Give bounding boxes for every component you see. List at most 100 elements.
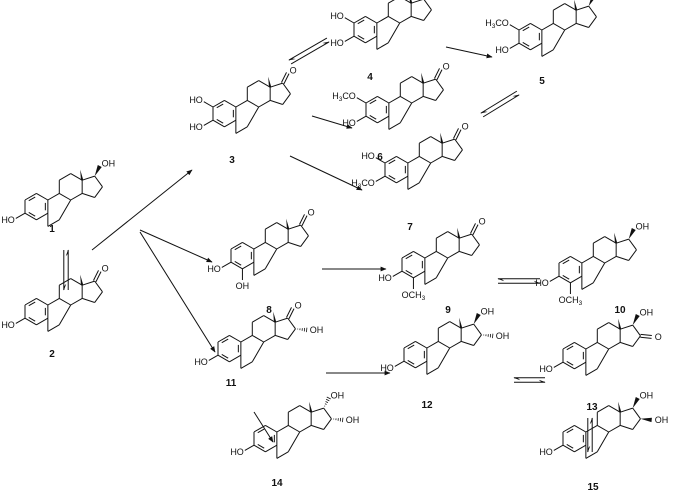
c16-keto-label: O <box>655 332 662 342</box>
bond <box>407 182 420 190</box>
bond <box>616 238 629 244</box>
c17-keto-label: O <box>308 207 315 217</box>
bond <box>454 138 463 151</box>
bond <box>24 212 37 221</box>
aromatic-bond <box>388 175 396 180</box>
bond <box>275 317 288 323</box>
bond <box>426 340 439 349</box>
methyl-wedge <box>618 401 622 413</box>
bond <box>94 280 103 293</box>
c3-substituent-label: HO <box>1 215 15 225</box>
carbonyl-bond <box>95 271 102 282</box>
bond <box>424 277 437 285</box>
carbonyl-bond <box>288 308 295 319</box>
bond <box>574 444 587 453</box>
aromatic-bond <box>407 360 415 365</box>
bond <box>300 224 309 237</box>
reverse-half-arrow <box>288 37 328 61</box>
bond <box>229 354 242 363</box>
bond <box>553 22 565 31</box>
c2-substituent-label: HO <box>189 95 203 105</box>
bond <box>628 238 637 251</box>
bond <box>224 119 237 128</box>
bond <box>620 407 633 413</box>
bond <box>376 15 389 24</box>
bond <box>253 444 266 453</box>
bond <box>82 297 95 303</box>
bond <box>58 199 72 221</box>
bond <box>585 368 598 376</box>
c3-substituent-label: HO <box>189 122 203 132</box>
aromatic-bond <box>405 254 413 260</box>
bond <box>353 35 366 44</box>
carbonyl-bond <box>640 336 652 339</box>
bond <box>265 241 277 250</box>
bond <box>632 324 641 337</box>
aromatic-bond <box>562 275 570 280</box>
bond <box>203 101 214 108</box>
aromatic-bond <box>28 196 36 202</box>
methyl-wedge <box>421 72 425 84</box>
bond <box>287 328 296 340</box>
bond <box>59 173 71 181</box>
bond <box>411 0 423 4</box>
aromatic-bond <box>234 261 242 266</box>
carbonyl-bond <box>93 270 99 281</box>
bond <box>588 16 597 28</box>
aromatic-bond <box>522 26 530 32</box>
bond <box>377 115 390 124</box>
c3-substituent-label: HO <box>378 273 392 283</box>
bond <box>70 278 83 286</box>
bond <box>252 334 264 343</box>
bond <box>356 97 367 104</box>
c3-substituent-label: HO <box>207 264 221 274</box>
aromatic-bond <box>28 317 36 322</box>
bond <box>375 157 386 164</box>
bond <box>435 257 449 279</box>
bond <box>47 192 60 201</box>
compound-number-11: 11 <box>226 378 237 389</box>
bond <box>401 270 414 279</box>
bond <box>208 354 219 361</box>
bond <box>509 24 520 31</box>
bond <box>287 431 301 453</box>
bond <box>276 451 289 459</box>
compound-number-7: 7 <box>407 222 413 233</box>
bond <box>401 250 414 259</box>
methyl-wedge <box>459 317 463 329</box>
bond <box>263 315 276 323</box>
bond <box>585 341 598 350</box>
bond <box>449 340 462 349</box>
bond <box>449 321 462 329</box>
methyl-wedge <box>286 218 290 230</box>
bond <box>553 361 564 368</box>
bond <box>221 261 232 268</box>
c16-hydroxyl-label: OH <box>310 325 324 335</box>
compound-number-12: 12 <box>421 400 433 411</box>
compound-number-9: 9 <box>445 305 451 316</box>
bond <box>564 3 577 11</box>
bond <box>375 175 386 182</box>
methyl-wedge <box>440 132 444 144</box>
bond <box>430 155 443 164</box>
bond <box>311 407 324 413</box>
c17-hydroxyl-label: OH <box>331 390 345 400</box>
bond <box>288 224 301 230</box>
wedge-bond <box>632 397 640 409</box>
c17-hydroxyl-label: OH <box>636 221 650 231</box>
methyl-wedge <box>457 227 461 239</box>
wedge-bond <box>640 417 652 423</box>
aromatic-bond <box>357 19 365 25</box>
aromatic-bond <box>566 345 574 351</box>
bond <box>265 424 278 433</box>
bond <box>581 255 594 264</box>
